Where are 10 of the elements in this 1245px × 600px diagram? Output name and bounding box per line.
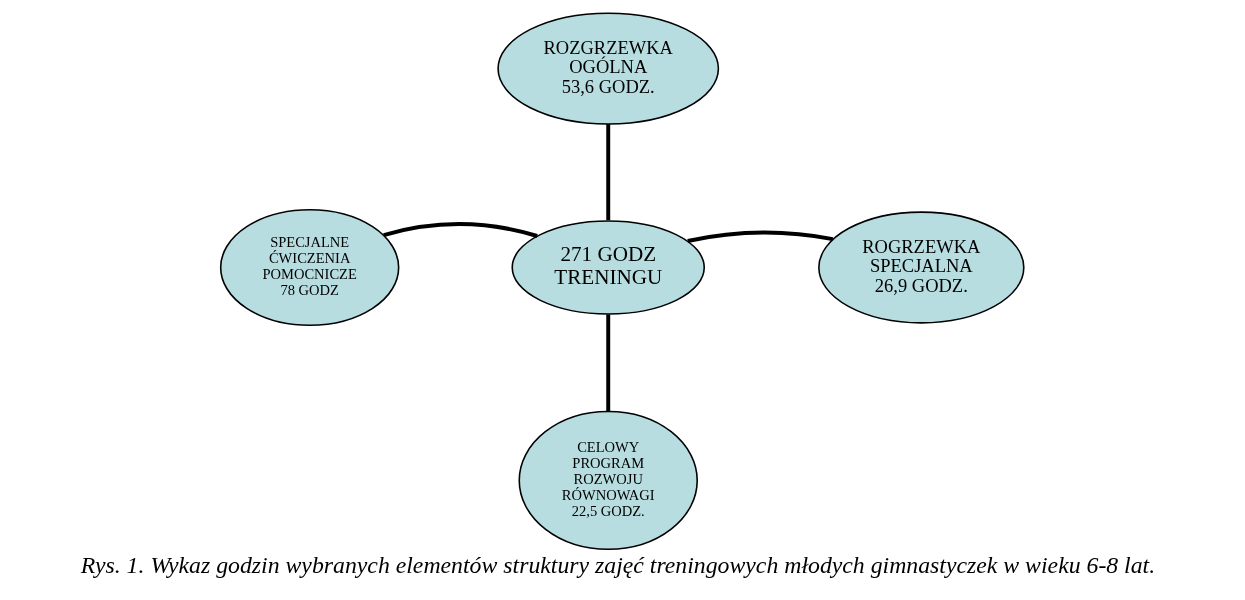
node-ellipse: ROZGRZEWKA OGÓLNA 53,6 GODZ.	[497, 12, 720, 125]
node-ellipse: 271 GODZ TRENINGU	[511, 220, 705, 315]
node-ellipse: SPECJALNE ĆWICZENIA POMOCNICZE 78 GODZ	[219, 209, 400, 326]
connector	[687, 230, 834, 243]
connector	[606, 314, 611, 412]
caption: Rys. 1. Wykaz godzin wybranych elementów struktury zajęć treningowych młodych gimnastyczek w wieku 6-8 lat.	[80, 551, 1156, 578]
node-ellipse: ROGRZEWKA SPECJALNA 26,9 GODZ.	[818, 211, 1025, 324]
connector	[606, 124, 611, 221]
connector	[383, 222, 538, 238]
node-ellipse: CELOWY PROGRAM ROZWOJU RÓWNOWAGI 22,5 GODZ.	[518, 410, 698, 551]
